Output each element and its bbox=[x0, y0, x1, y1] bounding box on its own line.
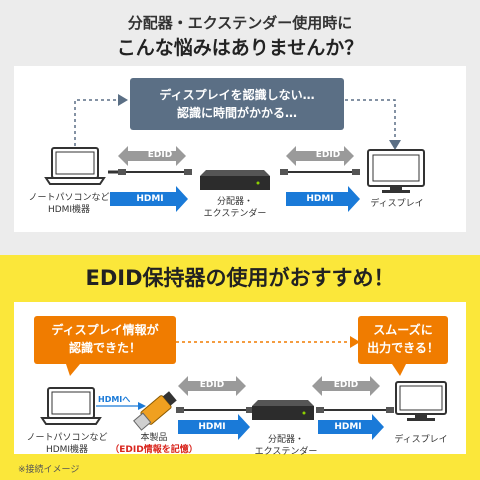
solution-hdmi-arrow-left bbox=[178, 414, 250, 440]
problem-pc-label-line1: ノートパソコンなど bbox=[28, 193, 110, 203]
problem-message-box bbox=[130, 78, 344, 130]
problem-splitter-label: 分配器・ エクステンダー bbox=[195, 196, 275, 220]
product-label-line2: （EDID情報を記憶） bbox=[110, 445, 198, 455]
solution-hdmi-right-label: HDMI bbox=[334, 422, 362, 432]
right-bubble-line1: スムーズに bbox=[373, 323, 433, 337]
solution-edid-arrow-left bbox=[178, 376, 246, 396]
left-bubble bbox=[34, 316, 176, 364]
product-label-line1: 本製品 bbox=[140, 433, 168, 443]
left-bubble-line2: 認識できた！ bbox=[68, 341, 141, 355]
header-line2: こんな悩みはありませんか？ bbox=[116, 37, 364, 59]
edid-emulator-icon bbox=[133, 391, 177, 431]
right-bubble-line2: 出力できる！ bbox=[367, 341, 439, 355]
header-line1: 分配器・エクステンダー使用時に bbox=[127, 14, 353, 32]
product-label: 本製品 （EDID情報を記憶） bbox=[104, 432, 204, 456]
edid-arrow-left bbox=[118, 146, 186, 166]
problem-pc-label: ノートパソコンなど HDMI機器 bbox=[24, 192, 114, 216]
solution-hdmi-arrow-right bbox=[318, 414, 384, 440]
problem-edid-left-label: EDID bbox=[147, 150, 173, 160]
problem-hdmi-left-label: HDMI bbox=[136, 194, 164, 204]
solution-dotted-arrowhead bbox=[350, 336, 360, 348]
solution-pc-label-line2: HDMI機器 bbox=[45, 445, 89, 455]
solution-edid-arrow-right bbox=[312, 376, 380, 396]
solution-splitter-icon bbox=[252, 400, 314, 420]
problem-splitter-label-line2: エクステンダー bbox=[203, 209, 267, 219]
solution-display-icon bbox=[395, 381, 447, 421]
transition-wedge bbox=[218, 238, 262, 256]
problem-message-line1: ディスプレイを認識しない… bbox=[159, 88, 315, 102]
footnote: ※接続イメージ bbox=[18, 465, 80, 475]
hdmi-to-label: HDMIへ bbox=[98, 395, 131, 404]
dotted-route-right bbox=[345, 99, 396, 142]
solution-pc-label: ノートパソコンなど HDMI機器 bbox=[22, 432, 112, 456]
problem-splitter-label-line1: 分配器・ bbox=[216, 197, 253, 207]
solution-diagram bbox=[34, 316, 448, 440]
problem-hdmi-right-label: HDMI bbox=[306, 194, 334, 204]
solution-splitter-label: 分配器・ エクステンダー bbox=[246, 434, 326, 458]
display-icon bbox=[367, 149, 425, 193]
splitter-icon bbox=[200, 170, 270, 190]
hdmi-arrow-right bbox=[286, 186, 360, 212]
solution-display-label: ディスプレイ bbox=[394, 435, 448, 445]
solution-splitter-label-line2: エクステンダー bbox=[254, 447, 318, 457]
dotted-route-right-arrowhead bbox=[389, 140, 401, 150]
problem-edid-right-label: EDID bbox=[315, 150, 341, 160]
solution-edid-left-label: EDID bbox=[199, 380, 225, 390]
problem-message-line2: 認識に時間がかかる… bbox=[176, 106, 297, 120]
hdmi-arrow-left bbox=[110, 186, 188, 212]
problem-pc-label-line2: HDMI機器 bbox=[47, 205, 91, 215]
dotted-route-left bbox=[74, 99, 118, 146]
left-bubble-line1: ディスプレイ情報が bbox=[51, 323, 159, 337]
solution-edid-right-label: EDID bbox=[333, 380, 359, 390]
solution-laptop-icon bbox=[40, 387, 102, 425]
edid-arrow-right bbox=[286, 146, 354, 166]
solution-hdmi-left-label: HDMI bbox=[198, 422, 226, 432]
problem-display-label: ディスプレイ bbox=[370, 199, 424, 209]
solution-splitter-label-line1: 分配器・ bbox=[267, 435, 304, 445]
dotted-route-left-arrowhead bbox=[118, 94, 128, 106]
right-bubble bbox=[358, 316, 448, 364]
problem-diagram bbox=[44, 78, 425, 212]
laptop-icon bbox=[44, 147, 106, 185]
solution-pc-label-line1: ノートパソコンなど bbox=[26, 433, 108, 443]
solution-headline: EDID保持器の使用がおすすめ！ bbox=[85, 266, 395, 290]
